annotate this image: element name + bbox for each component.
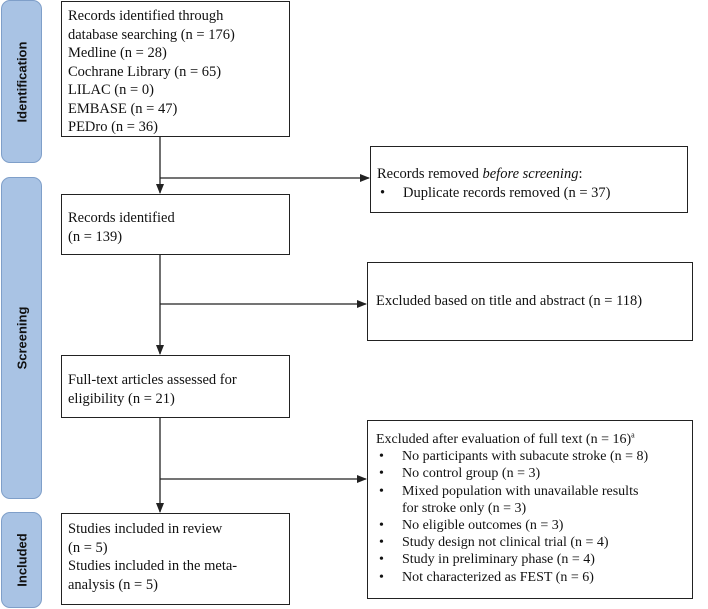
identified-line-1: Records identified through bbox=[68, 8, 224, 24]
excluded-item-5: •Study design not clinical trial (n = 4) bbox=[379, 535, 609, 551]
fulltext-line-1: Full-text articles assessed for bbox=[68, 372, 237, 388]
excluded-fulltext-box: Excluded after evaluation of full text (… bbox=[367, 420, 693, 599]
included-line-1: Studies included in review bbox=[68, 521, 223, 537]
identified-line-7: PEDro (n = 36) bbox=[68, 119, 158, 135]
removed-title: Records removed before screening: bbox=[377, 166, 583, 182]
removed-box: Records removed before screening: •Dupli… bbox=[370, 146, 688, 213]
identified-line-2: database searching (n = 176) bbox=[68, 26, 235, 43]
excluded-item-3: •Mixed population with unavailable resul… bbox=[379, 483, 639, 516]
phase-included: Included bbox=[1, 512, 42, 608]
title-abstract-box: Excluded based on title and abstract (n … bbox=[367, 262, 693, 341]
identified-line-6: EMBASE (n = 47) bbox=[68, 100, 178, 117]
excluded-fulltext-title: Excluded after evaluation of full text (… bbox=[376, 430, 635, 447]
identified-line-3: Medline (n = 28) bbox=[68, 45, 167, 61]
phase-screening: Screening bbox=[1, 177, 42, 499]
title-abstract-text: Excluded based on title and abstract (n … bbox=[376, 293, 643, 310]
excluded-item-4: •No eligible outcomes (n = 3) bbox=[379, 518, 564, 534]
excluded-item-7: •Not characterized as FEST (n = 6) bbox=[379, 569, 594, 585]
identified-box: Records identified through database sear… bbox=[61, 1, 290, 137]
removed-list: •Duplicate records removed (n = 37) bbox=[377, 184, 681, 203]
records-line-1: Records identified bbox=[68, 210, 175, 226]
included-line-3: Studies included in the meta- bbox=[68, 558, 238, 574]
excluded-fulltext-list: •No participants with subacute stroke (n… bbox=[376, 448, 686, 586]
records-box: Records identified (n = 139) bbox=[61, 194, 290, 255]
excluded-item-2: •No control group (n = 3) bbox=[379, 466, 541, 482]
excluded-item-6: •Study in preliminary phase (n = 4) bbox=[379, 552, 595, 568]
identified-line-5: LILAC (n = 0) bbox=[68, 82, 154, 98]
excluded-fulltext-footnote: a bbox=[631, 430, 635, 440]
records-line-2: (n = 139) bbox=[68, 228, 123, 245]
removed-item: •Duplicate records removed (n = 37) bbox=[380, 184, 611, 201]
fulltext-line-2: eligibility (n = 21) bbox=[68, 390, 175, 407]
included-line-4: analysis (n = 5) bbox=[68, 576, 158, 593]
excluded-item-1: •No participants with subacute stroke (n… bbox=[379, 449, 649, 465]
identified-line-4: Cochrane Library (n = 65) bbox=[68, 63, 222, 80]
fulltext-box: Full-text articles assessed for eligibil… bbox=[61, 355, 290, 418]
included-line-2: (n = 5) bbox=[68, 539, 108, 556]
included-box: Studies included in review (n = 5) Studi… bbox=[61, 513, 290, 605]
phase-identification: Identification bbox=[1, 0, 42, 163]
